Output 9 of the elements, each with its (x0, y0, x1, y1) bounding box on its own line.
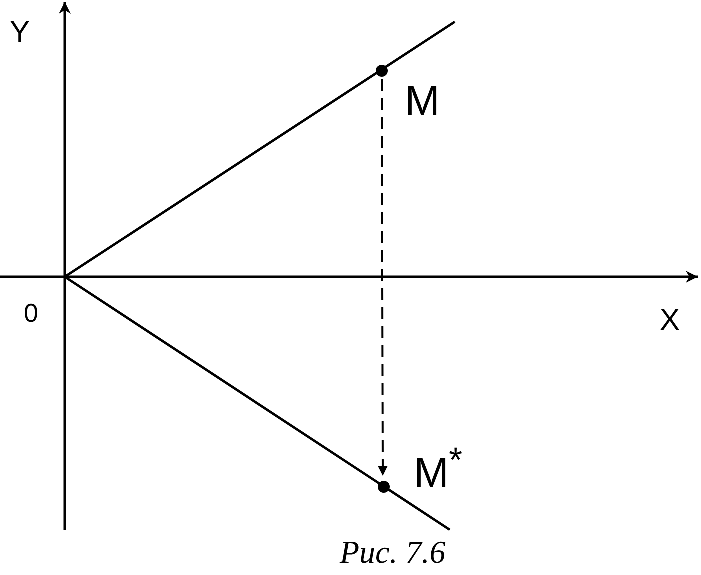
axis-label: Y (10, 18, 30, 48)
axis-label: X (660, 306, 680, 336)
figure-caption: Рис. 7.6 (340, 536, 446, 568)
dashed-arrow (378, 79, 388, 476)
point-dot (376, 65, 388, 77)
axis-label: 0 (24, 300, 38, 326)
point-label: M$^{*}$ (414, 443, 463, 494)
point-label: M (405, 80, 440, 122)
point-dot (378, 481, 390, 493)
